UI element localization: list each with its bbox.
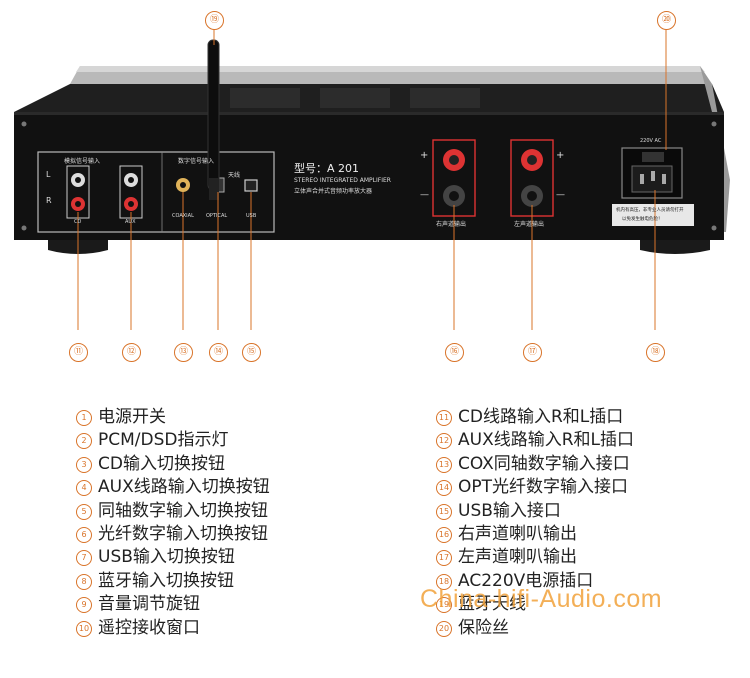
legend-text: AUX线路输入R和L插口 [458, 430, 635, 451]
analog-input-label: 模拟信号输入 [64, 158, 101, 165]
legend-item: 19 蓝牙天线 [436, 589, 526, 614]
legend-item: 1 电源开关 [76, 402, 166, 427]
legend-number: 7 [76, 550, 92, 567]
left-out-label: 左声道输出 [514, 221, 545, 228]
legend-item: 18 AC220V电源插口 [436, 566, 593, 591]
left-plus: + [556, 150, 565, 161]
optical-label: OPTICAL [206, 213, 228, 219]
legend-number: 15 [436, 503, 452, 520]
watermark: China-hifi-Audio.com [420, 585, 663, 613]
legend-number: 3 [76, 456, 92, 473]
legend-number: 13 [436, 456, 452, 473]
legend-number: 6 [76, 527, 92, 543]
callout-20: ⑳ [657, 11, 676, 30]
cd-rca-jacks [66, 165, 90, 219]
legend-number: 14 [436, 480, 452, 497]
legend-text: AC220V电源插口 [458, 570, 594, 591]
callout-11: ⑪ [69, 343, 88, 362]
l-mark: L [46, 170, 51, 179]
legend-text: 右声道喇叭输出 [458, 524, 577, 544]
legend-text: OPT光纤数字输入接口 [458, 477, 629, 498]
aux-rca-jacks [119, 165, 143, 219]
legend-item: 11 CD线路输入R和L插口 [436, 402, 623, 427]
legend-number: 18 [436, 573, 452, 590]
callout-15: ⑮ [242, 343, 261, 362]
legend-text: 保险丝 [458, 617, 509, 638]
callout-14: ⑭ [209, 343, 228, 362]
legend-number: 9 [76, 597, 92, 614]
legend-item: 4 AUX线路输入切换按钮 [76, 472, 270, 497]
callout-16: ⑯ [445, 343, 464, 362]
legend-text: AUX线路输入切换按钮 [98, 477, 270, 498]
legend-number: 1 [76, 410, 92, 426]
right-minus: — [420, 190, 429, 200]
legend-text: 同轴数字输入切换按钮 [98, 500, 268, 521]
legend-item: 5 同轴数字输入切换按钮 [76, 496, 268, 521]
amplifier-rear-panel [14, 28, 730, 330]
legend-number: 11 [436, 410, 452, 426]
callout-13: ⑬ [174, 343, 193, 362]
coaxial-label: COAXIAL [172, 213, 194, 219]
warning-line2: 以免发生触电危险！ [622, 217, 663, 222]
model-subtitle-cn: 立体声合并式音频功率放大器 [294, 188, 373, 195]
legend-number: 19 [436, 597, 452, 614]
legend-text: USB输入切换按钮 [98, 547, 235, 568]
legend-item: 15 USB输入接口 [436, 496, 561, 521]
legend-number: 16 [436, 527, 452, 543]
digital-input-label: 数字信号输入 [178, 158, 215, 165]
legend-item: 2 PCM/DSD指示灯 [76, 425, 229, 450]
legend-text: 电源开关 [98, 407, 166, 427]
callout-12: ⑫ [122, 343, 141, 362]
legend-text: 音量调节旋钮 [98, 594, 200, 615]
right-plus: + [420, 150, 429, 161]
legend-number: 5 [76, 503, 92, 520]
legend-item: 17 左声道喇叭输出 [436, 542, 577, 567]
legend-item: 10 遥控接收窗口 [76, 613, 200, 638]
legend-text: CD线路输入R和L插口 [458, 407, 624, 427]
left-minus: — [556, 190, 565, 200]
legend-item: 14 OPT光纤数字输入接口 [436, 472, 628, 497]
legend-number: 8 [76, 573, 92, 590]
legend-text: 光纤数字输入切换按钮 [98, 524, 268, 544]
legend-item: 3 CD输入切换按钮 [76, 449, 225, 474]
callout-19: ⑲ [205, 11, 224, 30]
legend-item: 13 COX同轴数字输入接口 [436, 449, 630, 474]
legend-item: 7 USB输入切换按钮 [76, 542, 235, 567]
cd-label: CD [74, 219, 82, 225]
legend-text: 蓝牙天线 [458, 594, 526, 615]
legend-text: CD输入切换按钮 [98, 453, 225, 474]
model-subtitle-en: STEREO INTEGRATED AMPLIFIER [294, 177, 391, 184]
legend-text: 遥控接收窗口 [98, 617, 200, 638]
power-label: 220V AC [640, 138, 662, 144]
legend-item: 20 保险丝 [436, 613, 509, 638]
legend-text: COX同轴数字输入接口 [458, 453, 630, 474]
legend-item: 9 音量调节旋钮 [76, 589, 200, 614]
legend-number: 4 [76, 480, 92, 497]
callout-18: ⑱ [646, 343, 665, 362]
legend-number: 17 [436, 550, 452, 567]
legend-number: 20 [436, 620, 452, 637]
legend-number: 12 [436, 433, 452, 450]
legend-item: 6 光纤数字输入切换按钮 [76, 519, 268, 544]
warning-line1: 机内有高压，非专业人员请勿打开 [616, 208, 684, 213]
legend-number: 10 [76, 620, 92, 637]
legend-item: 12 AUX线路输入R和L插口 [436, 425, 634, 450]
callout-17: ⑰ [523, 343, 542, 362]
legend-text: PCM/DSD指示灯 [98, 430, 229, 451]
legend-item: 16 右声道喇叭输出 [436, 519, 577, 544]
aux-label: AUX [125, 219, 136, 225]
legend-number: 2 [76, 433, 92, 450]
usb-label: USB [246, 213, 257, 219]
legend-text: 左声道喇叭输出 [458, 547, 577, 568]
legend-text: USB输入接口 [458, 500, 561, 521]
antenna-label: 天线 [228, 172, 241, 179]
r-mark: R [46, 196, 52, 205]
legend-item: 8 蓝牙输入切换按钮 [76, 566, 234, 591]
legend-text: 蓝牙输入切换按钮 [98, 570, 234, 591]
model-label: 型号：A 201 [294, 162, 360, 175]
right-out-label: 右声道输出 [436, 221, 467, 228]
